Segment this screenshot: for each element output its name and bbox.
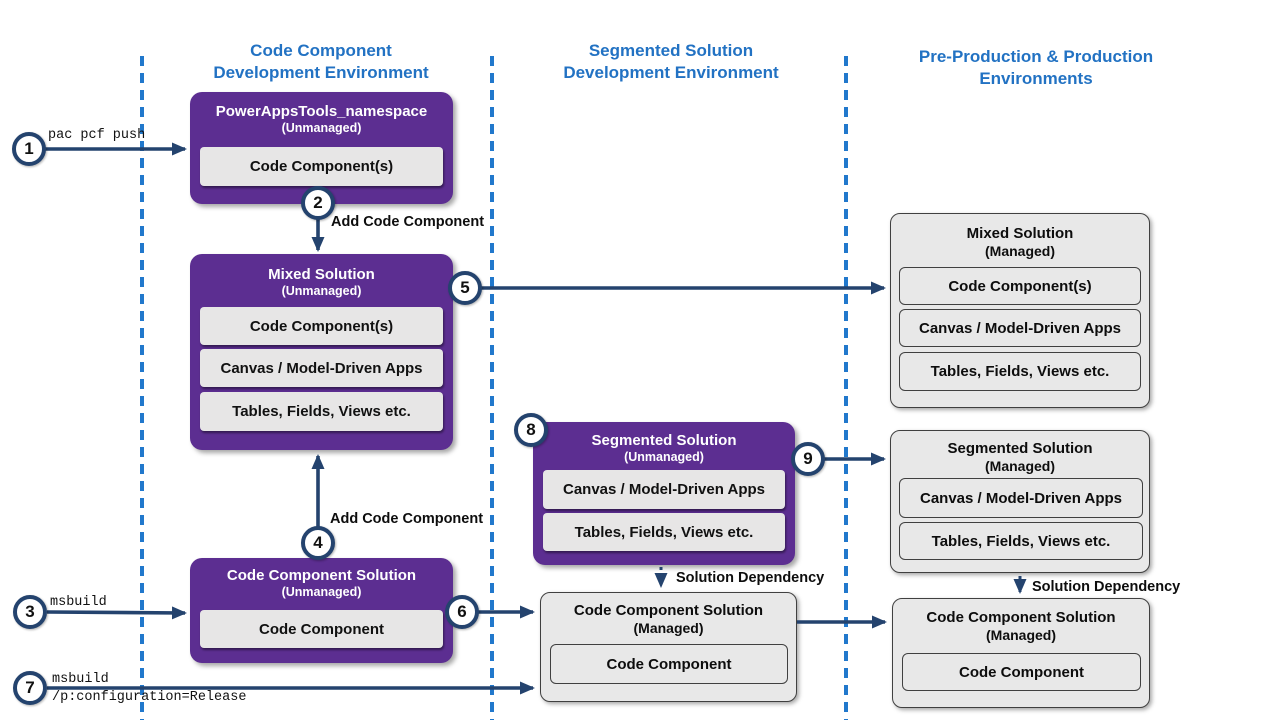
step-circle-4: 4 bbox=[301, 526, 335, 560]
step-circle-7: 7 bbox=[13, 671, 47, 705]
step-circle-9: 9 bbox=[791, 442, 825, 476]
box-state: (Unmanaged) bbox=[281, 121, 362, 135]
box-item: Canvas / Model-Driven Apps bbox=[543, 470, 785, 509]
box-title: Mixed Solution bbox=[966, 225, 1074, 242]
step-circle-5: 5 bbox=[448, 271, 482, 305]
box-title: PowerAppsTools_namespace bbox=[215, 103, 428, 120]
box-powerappstools-namespace: PowerAppsTools_namespace (Unmanaged) Cod… bbox=[190, 92, 453, 204]
label-msbuild: msbuild bbox=[50, 595, 107, 610]
box-state: (Managed) bbox=[985, 243, 1055, 259]
box-item: Code Component bbox=[902, 653, 1141, 691]
header-line: Environments bbox=[979, 69, 1093, 88]
box-item: Code Component bbox=[200, 610, 443, 648]
step-circle-1: 1 bbox=[12, 132, 46, 166]
box-item: Code Component(s) bbox=[200, 307, 443, 345]
box-state: (Unmanaged) bbox=[281, 585, 362, 599]
header-line: Code Component bbox=[250, 41, 392, 60]
box-segmented-solution-unmanaged: Segmented Solution (Unmanaged) Canvas / … bbox=[533, 422, 795, 565]
label-msbuild-release-line1: msbuild bbox=[52, 672, 109, 687]
box-item: Tables, Fields, Views etc. bbox=[200, 392, 443, 431]
box-item: Canvas / Model-Driven Apps bbox=[200, 349, 443, 387]
box-state: (Managed) bbox=[985, 458, 1055, 474]
label-add-code-component-top: Add Code Component bbox=[331, 214, 485, 230]
box-mixed-solution-unmanaged: Mixed Solution (Unmanaged) Code Componen… bbox=[190, 254, 453, 450]
box-title: Code Component Solution bbox=[926, 609, 1116, 626]
label-msbuild-release-line2: /p:configuration=Release bbox=[52, 690, 247, 705]
step-circle-3: 3 bbox=[13, 595, 47, 629]
box-code-component-solution-unmanaged: Code Component Solution (Unmanaged) Code… bbox=[190, 558, 453, 663]
box-state: (Unmanaged) bbox=[624, 450, 704, 464]
box-code-component-solution-managed-mid: Code Component Solution (Managed) Code C… bbox=[540, 592, 797, 702]
box-title: Segmented Solution bbox=[591, 432, 737, 449]
box-state: (Unmanaged) bbox=[281, 284, 362, 298]
label-solution-dependency-mid: Solution Dependency bbox=[676, 570, 825, 586]
column-header-code-component-dev: Code Component Development Environment bbox=[160, 40, 482, 84]
header-line: Development Environment bbox=[213, 63, 429, 82]
label-add-code-component-bottom: Add Code Component bbox=[330, 511, 484, 527]
box-item: Code Component bbox=[550, 644, 788, 684]
box-item: Canvas / Model-Driven Apps bbox=[899, 309, 1141, 347]
box-item: Canvas / Model-Driven Apps bbox=[899, 478, 1143, 518]
box-title: Code Component Solution bbox=[226, 567, 417, 584]
arrow-msbuild bbox=[46, 606, 187, 620]
step-circle-8: 8 bbox=[514, 413, 548, 447]
header-line: Development Environment bbox=[563, 63, 779, 82]
box-segmented-solution-managed: Segmented Solution (Managed) Canvas / Mo… bbox=[890, 430, 1150, 573]
header-line: Pre-Production & Production bbox=[918, 47, 1154, 66]
box-item: Code Component(s) bbox=[899, 267, 1141, 305]
header-line: Segmented Solution bbox=[588, 41, 754, 60]
box-item: Tables, Fields, Views etc. bbox=[899, 522, 1143, 560]
label-solution-dependency-right: Solution Dependency bbox=[1032, 579, 1181, 595]
box-title: Segmented Solution bbox=[947, 440, 1093, 457]
box-item: Tables, Fields, Views etc. bbox=[543, 513, 785, 551]
box-title: Mixed Solution bbox=[268, 266, 375, 283]
box-mixed-solution-managed: Mixed Solution (Managed) Code Component(… bbox=[890, 213, 1150, 408]
box-code-component-solution-managed-right: Code Component Solution (Managed) Code C… bbox=[892, 598, 1150, 708]
box-state: (Managed) bbox=[986, 627, 1056, 643]
box-state: (Managed) bbox=[633, 620, 704, 636]
column-header-preprod-prod: Pre-Production & Production Environments bbox=[875, 46, 1197, 90]
box-item: Code Component(s) bbox=[200, 147, 443, 186]
step-circle-2: 2 bbox=[301, 186, 335, 220]
step-circle-6: 6 bbox=[445, 595, 479, 629]
label-pac-pcf-push: pac pcf push bbox=[48, 128, 146, 143]
box-item: Tables, Fields, Views etc. bbox=[899, 352, 1141, 391]
column-header-segmented-dev: Segmented Solution Development Environme… bbox=[510, 40, 832, 84]
box-title: Code Component Solution bbox=[573, 602, 764, 619]
